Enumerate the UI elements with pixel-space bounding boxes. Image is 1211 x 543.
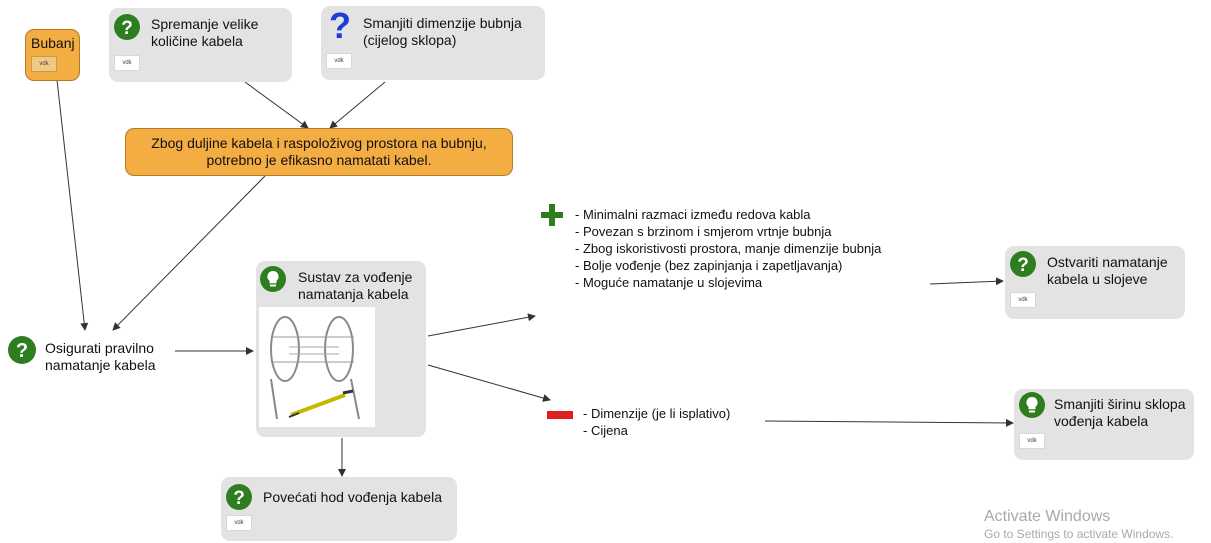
svg-text:?: ? bbox=[329, 8, 351, 42]
node-sustav[interactable]: Sustav za vođenje namatanja kabela bbox=[256, 261, 426, 437]
node-osigurati[interactable]: ? Osigurati pravilno namatanje kabela bbox=[8, 335, 178, 375]
cons-list: - Dimenzije (je li isplativo) - Cijena bbox=[583, 405, 730, 439]
node-bubanj-tag: vdk bbox=[31, 56, 57, 72]
node-smanjiti-dimenzije-label: Smanjiti dimenzije bubnja (cijelog sklop… bbox=[363, 15, 522, 48]
node-sustav-label: Sustav za vođenje namatanja kabela bbox=[298, 269, 413, 302]
node-povecati[interactable]: ? Povećati hod vođenja kabela vdk bbox=[221, 477, 457, 541]
svg-text:?: ? bbox=[16, 340, 28, 362]
node-smanjiti-sirinu-label: Smanjiti širinu sklopa vođenja kabela bbox=[1054, 396, 1186, 429]
minus-icon bbox=[547, 411, 573, 419]
edge-bubanj-osigurati bbox=[56, 79, 89, 331]
edge-cons-smanjiti bbox=[764, 418, 1014, 427]
edge-sustav-pros bbox=[427, 313, 536, 337]
node-smanjiti-sirinu-tag: vdk bbox=[1019, 433, 1045, 449]
lightbulb-icon bbox=[1019, 392, 1045, 418]
node-povecati-label: Povećati hod vođenja kabela bbox=[263, 489, 443, 505]
question-icon: ? bbox=[226, 484, 252, 510]
edge-spremanje-zbog bbox=[244, 81, 309, 129]
edge-pros-ostvariti bbox=[929, 277, 1004, 286]
node-bubanj-label: Bubanj bbox=[31, 35, 75, 51]
node-ostvariti[interactable]: ? Ostvariti namatanje kabela u slojeve v… bbox=[1005, 246, 1185, 319]
pros-item: - Minimalni razmaci između redova kabla bbox=[575, 207, 811, 222]
node-spremanje[interactable]: ? Spremanje velike količine kabela vdk bbox=[109, 8, 292, 82]
pros-item: - Povezan s brzinom i smjerom vrtnje bub… bbox=[575, 224, 832, 239]
edge-zbog-osigurati bbox=[112, 175, 266, 331]
svg-text:?: ? bbox=[121, 18, 133, 39]
node-ostvariti-tag: vdk bbox=[1010, 292, 1036, 308]
question-icon: ? bbox=[1010, 251, 1036, 277]
node-spremanje-tag: vdk bbox=[114, 55, 140, 71]
svg-text:?: ? bbox=[233, 488, 245, 509]
node-zbog[interactable]: Zbog duljine kabela i raspoloživog prost… bbox=[125, 128, 513, 176]
pros-item: - Zbog iskoristivosti prostora, manje di… bbox=[575, 241, 882, 256]
pros-item: - Bolje vođenje (bez zapinjanja i zapetl… bbox=[575, 258, 843, 273]
lightbulb-icon bbox=[260, 266, 286, 292]
question-icon: ? bbox=[114, 14, 140, 40]
node-bubanj[interactable]: Bubanj vdk bbox=[25, 29, 80, 81]
node-smanjiti-sirinu[interactable]: Smanjiti širinu sklopa vođenja kabela vd… bbox=[1014, 389, 1194, 460]
pros-list: - Minimalni razmaci između redova kabla … bbox=[575, 206, 881, 291]
node-zbog-line1: Zbog duljine kabela i raspoloživog prost… bbox=[151, 135, 487, 151]
node-spremanje-label: Spremanje velike količine kabela bbox=[151, 16, 259, 49]
edge-sustav-cons bbox=[427, 364, 551, 402]
blue-question-icon: ? bbox=[329, 8, 351, 42]
svg-text:?: ? bbox=[1017, 255, 1029, 276]
cons-item: - Dimenzije (je li isplativo) bbox=[583, 406, 731, 421]
node-zbog-line2: potrebno je efikasno namatati kabel. bbox=[206, 152, 432, 168]
node-ostvariti-label: Ostvariti namatanje kabela u slojeve bbox=[1047, 254, 1168, 287]
pros-item: - Moguće namatanje u slojevima bbox=[575, 275, 763, 290]
node-smanjiti-dimenzije[interactable]: ? Smanjiti dimenzije bubnja (cijelog skl… bbox=[321, 6, 545, 80]
node-osigurati-label: Osigurati pravilno namatanje kabela bbox=[45, 340, 156, 373]
watermark-title: Activate Windows bbox=[984, 508, 1111, 525]
node-povecati-tag: vdk bbox=[226, 515, 252, 531]
question-icon: ? bbox=[8, 336, 36, 364]
watermark-activate-windows: Activate Windows Go to Settings to activ… bbox=[984, 507, 1173, 542]
edge-smanjiti-zbog bbox=[329, 81, 386, 129]
cable-reel-image bbox=[259, 307, 375, 427]
plus-icon bbox=[541, 204, 563, 226]
watermark-subtitle: Go to Settings to activate Windows. bbox=[984, 527, 1174, 541]
node-zbog-label: Zbog duljine kabela i raspoloživog prost… bbox=[126, 135, 512, 169]
node-smanjiti-dimenzije-tag: vdk bbox=[326, 53, 352, 69]
cons-item: - Cijena bbox=[583, 423, 628, 438]
